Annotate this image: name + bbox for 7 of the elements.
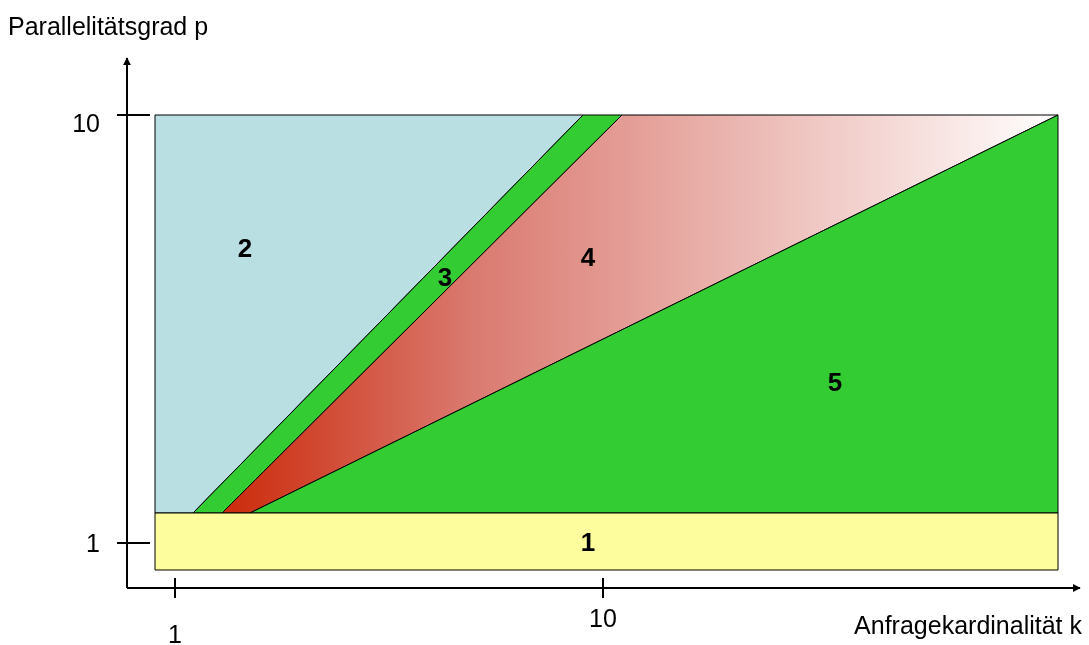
tick-label: 1 xyxy=(86,529,100,557)
tick-label: 10 xyxy=(72,109,100,137)
axis-title: Parallelitätsgrad p xyxy=(8,12,209,40)
tick-label: 1 xyxy=(168,620,182,645)
axis-title: Anfragekardinalität k xyxy=(854,611,1082,639)
tick-label: 10 xyxy=(589,604,617,632)
chart-region: 1 xyxy=(154,512,1059,571)
